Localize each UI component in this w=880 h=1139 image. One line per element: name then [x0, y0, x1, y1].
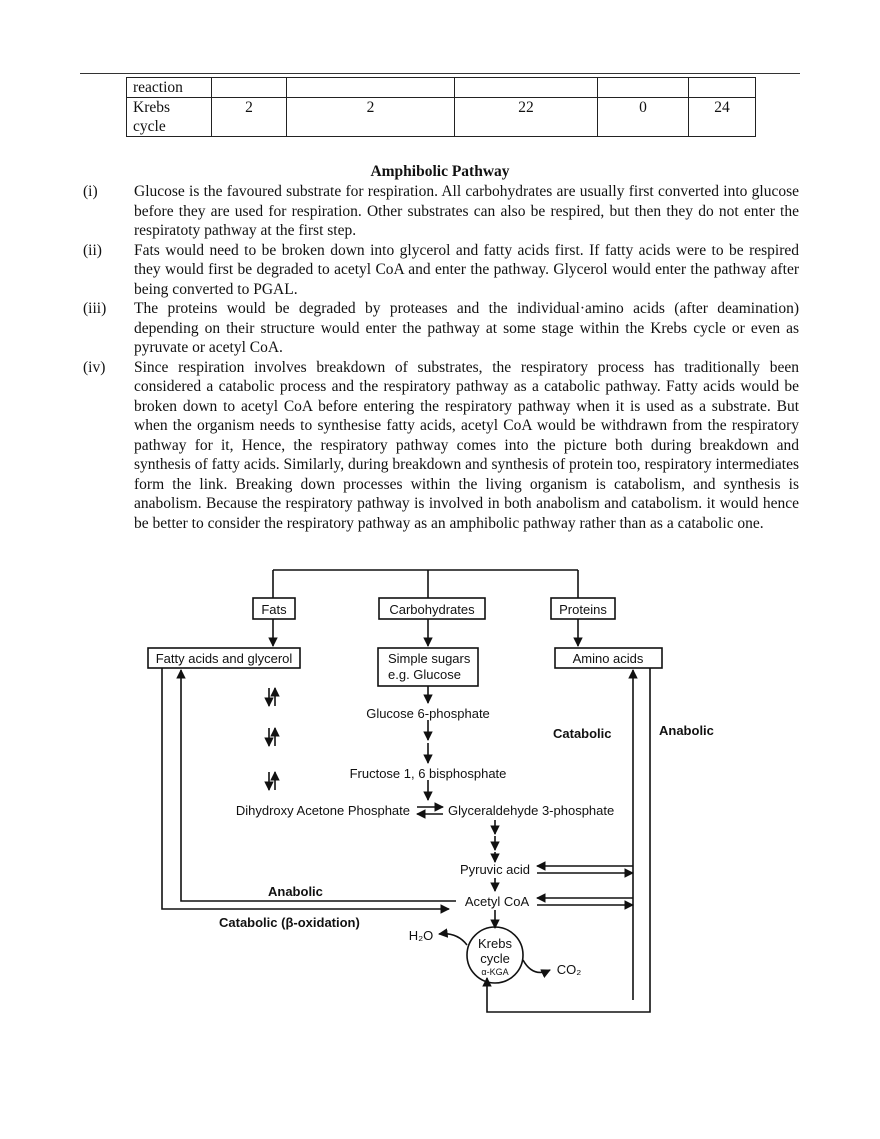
table-cell: Krebs cycle	[126, 97, 212, 137]
cycle-label: cycle	[480, 951, 510, 966]
table-cell: reaction	[126, 77, 212, 98]
table-cell: 0	[597, 97, 689, 137]
list-item: (iii) The proteins would be degraded by …	[83, 299, 799, 358]
acetyl-coa-label: Acetyl CoA	[465, 894, 530, 909]
energy-table: reaction Krebs cycle 2 2 22 0 24	[126, 77, 756, 137]
h2o-label: H₂O	[409, 928, 434, 943]
item-number: (i)	[83, 183, 98, 200]
anabolic-left-line	[176, 669, 456, 902]
fats-label: Fats	[261, 602, 287, 617]
amino-acids-label: Amino acids	[573, 651, 644, 666]
item-number: (ii)	[83, 241, 102, 259]
krebs-return-line	[482, 668, 651, 1013]
krebs-label: Krebs	[478, 936, 512, 951]
item-number: (iv)	[83, 358, 106, 376]
h2o-arrow	[438, 928, 468, 946]
catabolic-beta-label: Catabolic (β-oxidation)	[219, 915, 360, 930]
g3p-label: Glyceraldehyde 3-phosphate	[448, 803, 614, 818]
co2-arrow	[522, 959, 551, 979]
amphibolic-pathway-diagram: Fats Carbohydrates Proteins Fatty acids …	[147, 569, 714, 1013]
list-item: (i) Glucose is the favoured substrate fo…	[83, 182, 799, 241]
header-rule	[80, 73, 800, 74]
table-row: Krebs cycle 2 2 22 0 24	[126, 97, 756, 137]
table-cell: 2	[211, 97, 287, 137]
fatty-acids-label: Fatty acids and glycerol	[156, 651, 293, 666]
fats-box	[252, 597, 296, 620]
catabolic-left-line	[161, 668, 450, 914]
list-item: (iv) Since respiration involves breakdow…	[83, 358, 799, 534]
item-text: Fats would need to be broken down into g…	[134, 241, 799, 298]
item-text: Since respiration involves breakdown of …	[134, 358, 799, 532]
proteins-label: Proteins	[559, 602, 607, 617]
simple-sugars-example-label: e.g. Glucose	[388, 667, 461, 682]
list-item: (ii) Fats would need to be broken down i…	[83, 241, 799, 300]
carbohydrates-label: Carbohydrates	[389, 602, 475, 617]
table-cell: 2	[286, 97, 455, 137]
amino-acids-box	[554, 647, 663, 669]
points-list: (i) Glucose is the favoured substrate fo…	[83, 182, 799, 533]
item-text: The proteins would be degraded by protea…	[134, 300, 799, 356]
item-number: (iii)	[83, 300, 107, 317]
table-cell	[211, 77, 287, 98]
table-cell: 24	[688, 97, 756, 137]
table-cell	[688, 77, 756, 98]
simple-sugars-label: Simple sugars	[388, 651, 471, 666]
catabolic-label: Catabolic	[553, 726, 612, 741]
table-cell	[597, 77, 689, 98]
dhap-label: Dihydroxy Acetone Phosphate	[236, 803, 410, 818]
pyruvic-acid-label: Pyruvic acid	[460, 862, 530, 877]
carbohydrates-box	[378, 597, 486, 620]
krebs-cycle-circle	[466, 926, 524, 984]
anabolic-left-label: Anabolic	[268, 884, 323, 899]
anabolic-right-label: Anabolic	[659, 723, 714, 738]
section-heading: Amphibolic Pathway	[370, 163, 510, 180]
fatty-acids-box	[147, 647, 301, 669]
table-row: reaction	[126, 77, 756, 98]
fructose-bisphosphate-label: Fructose 1, 6 bisphosphate	[350, 766, 507, 781]
table-cell: 22	[454, 97, 598, 137]
table-cell	[286, 77, 455, 98]
glucose-6-phosphate-label: Glucose 6-phosphate	[366, 706, 490, 721]
akga-label: α-KGA	[481, 967, 508, 977]
table-cell	[454, 77, 598, 98]
co2-label: CO₂	[557, 962, 582, 977]
proteins-box	[550, 597, 616, 620]
item-text: Glucose is the favoured substrate for re…	[134, 183, 799, 239]
